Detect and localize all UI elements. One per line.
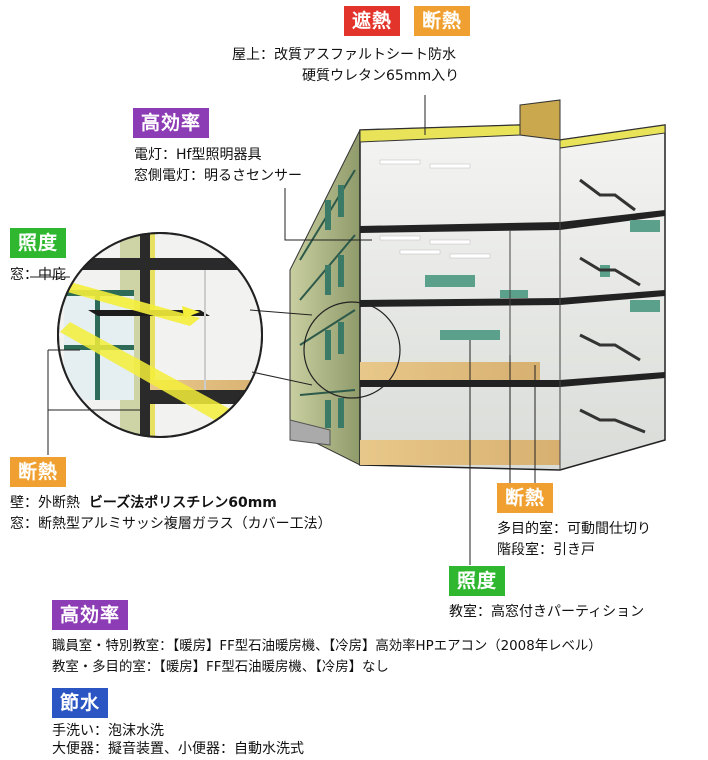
room-spec-line-1: 多目的室：可動間仕切り	[497, 521, 651, 537]
tag-shanetsu: 遮熱	[344, 6, 401, 36]
wall-spec-line-1: 壁：外断熱 ビーズ法ポリスチレン60mm	[10, 494, 277, 513]
classroom-spec-line-1: 教室：高窓付きパーティション	[449, 604, 645, 620]
hvac-spec-line-2: 教室・多目的室：【暖房】FF型石油暖房機、【冷房】なし	[52, 660, 389, 675]
wall-spec-prefix: 壁：外断熱	[10, 495, 80, 511]
roof-spec-line-1: 屋上：改質アスファルトシート防水	[232, 47, 456, 63]
lighting-spec-line-1: 電灯：Hf型照明器具	[134, 147, 262, 163]
tag-shoudo-classroom: 照度	[449, 566, 506, 596]
tag-shoudo-window: 照度	[10, 228, 67, 258]
room-spec-line-2: 階段室：引き戸	[497, 542, 595, 558]
window-spec-line-1: 窓：中庇	[10, 267, 66, 283]
tag-sessui: 節水	[52, 688, 109, 718]
wall-spec-bold: ビーズ法ポリスチレン60mm	[88, 495, 277, 511]
roof-spec-line-2: 硬質ウレタン65mm入り	[302, 68, 460, 84]
tag-koukouritsu-hvac: 高効率	[52, 600, 129, 630]
lighting-spec-line-2: 窓側電灯：明るさセンサー	[134, 168, 302, 184]
water-spec-line-2: 大便器：擬音装置、小便器：自動水洗式	[52, 741, 304, 757]
wall-spec-line-2: 窓：断熱型アルミサッシ複層ガラス（カバー工法）	[10, 516, 332, 532]
tag-dannetsu-room: 断熱	[497, 483, 554, 513]
tag-dannetsu-wall: 断熱	[10, 457, 67, 487]
hvac-spec-line-1: 職員室・特別教室：【暖房】FF型石油暖房機、【冷房】高効率HPエアコン（2008…	[52, 639, 602, 654]
tag-koukouritsu-lighting: 高効率	[133, 108, 210, 138]
tag-dannetsu-roof: 断熱	[414, 6, 471, 36]
water-spec-line-1: 手洗い：泡沫水洗	[52, 723, 164, 739]
